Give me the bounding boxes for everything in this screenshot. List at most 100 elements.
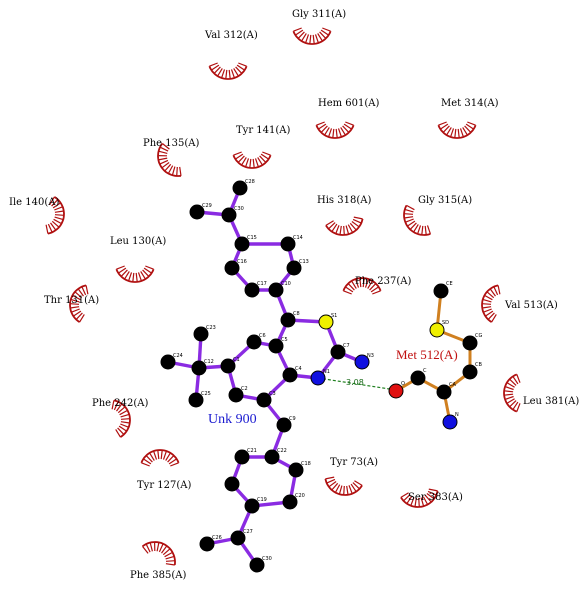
contact-spoke (493, 286, 499, 296)
atom-label: C24 (173, 353, 183, 359)
contact-spoke (506, 382, 515, 388)
contact-spoke (167, 165, 174, 174)
atom-label: C9 (289, 416, 296, 422)
contact-spoke (351, 221, 360, 228)
contact-spoke (71, 308, 80, 313)
contact-spoke (233, 151, 242, 156)
contact-spoke (217, 68, 223, 77)
contact-spoke (54, 216, 64, 221)
carbon-atom (199, 536, 215, 552)
contact-spoke (113, 401, 119, 411)
atom-label: C12 (204, 359, 214, 365)
contact-spoke (238, 62, 247, 67)
contact-spoke (459, 128, 464, 138)
contact-spoke (457, 128, 460, 138)
carbon-atom (160, 354, 176, 370)
contact-spoke (162, 143, 170, 150)
carbon-atom (286, 260, 302, 276)
contact-spoke (424, 225, 427, 235)
contact-spoke (406, 204, 415, 211)
contact-arc (503, 373, 518, 413)
contact-spoke (483, 308, 492, 313)
atom-label: C8 (293, 311, 300, 317)
atom-label: C28 (245, 179, 255, 185)
contact-spoke (120, 423, 129, 428)
carbon-atom (234, 236, 250, 252)
contact-spoke (257, 157, 263, 166)
contact-spoke (235, 153, 244, 160)
contact-spoke (347, 224, 354, 233)
contact-spoke (328, 481, 337, 488)
carbon-atom (249, 557, 265, 573)
atom-label: C13 (299, 259, 309, 265)
contact-spoke (81, 286, 87, 296)
hydrophobic-contact (481, 284, 501, 323)
contact-spoke (337, 128, 342, 138)
contact-spoke (75, 312, 83, 320)
contact-spoke (158, 543, 164, 553)
nitrogen-atom (442, 414, 458, 430)
contact-spoke (254, 158, 259, 168)
contact-spoke (128, 272, 133, 282)
atom-label: SD (442, 320, 449, 326)
contact-spoke (70, 306, 80, 309)
contact-arc (403, 204, 431, 236)
residue-label: Leu 130(A) (110, 236, 166, 247)
contact-spoke (157, 450, 160, 460)
atom-label: C30 (234, 206, 244, 212)
hydrogen-bond (317, 377, 397, 391)
contact-spoke (167, 455, 175, 463)
contact-spoke (233, 68, 239, 77)
contact-spoke (115, 429, 121, 438)
atom-label: C29 (202, 203, 212, 209)
contact-spoke (418, 497, 420, 508)
hydrophobic-contact (437, 121, 477, 139)
contact-spoke (335, 128, 338, 138)
contact-spoke (509, 400, 517, 408)
contact-spoke (345, 121, 354, 126)
contact-spoke (309, 34, 312, 44)
contact-arc (208, 65, 248, 80)
contact-spoke (140, 271, 146, 280)
contact-spoke (45, 224, 49, 234)
contact-arc (232, 154, 272, 169)
contact-spoke (326, 478, 336, 484)
contact-spoke (426, 493, 435, 500)
contact-spoke (504, 395, 514, 400)
contact-spoke (162, 450, 167, 460)
hydrophobic-contact (208, 62, 248, 80)
contact-spoke (403, 494, 411, 502)
hydrophobic-contact (503, 373, 521, 413)
contact-spoke (262, 151, 271, 156)
atom-label: C6 (259, 333, 266, 339)
contact-spoke (332, 128, 335, 138)
contact-spoke (484, 294, 493, 301)
contact-spoke (149, 452, 155, 461)
contact-spoke (504, 390, 514, 393)
atom-label: C15 (247, 235, 257, 241)
hydrophobic-contact (140, 449, 180, 467)
contact-spoke (230, 69, 235, 79)
contact-spoke (165, 555, 175, 560)
contact-spoke (209, 62, 218, 67)
contact-spoke (442, 125, 450, 133)
carbon-atom (282, 494, 298, 510)
carbon-atom (234, 449, 250, 465)
carbon-atom (232, 180, 248, 196)
contact-spoke (348, 485, 353, 494)
contact-spoke (47, 223, 53, 233)
contact-spoke (118, 267, 127, 274)
contact-spoke (359, 278, 362, 288)
carbon-atom (228, 387, 244, 403)
contact-spoke (422, 496, 429, 505)
contact-spoke (485, 310, 494, 317)
contact-spoke (338, 485, 343, 495)
residue-label: Gly 311(A) (292, 9, 346, 20)
contact-spoke (120, 418, 131, 420)
contact-spoke (50, 222, 57, 231)
contact-spoke (85, 285, 89, 295)
carbon-atom (221, 207, 237, 223)
contact-spoke (164, 551, 173, 558)
hydrophobic-contact (115, 265, 155, 283)
contact-spoke (73, 310, 82, 317)
